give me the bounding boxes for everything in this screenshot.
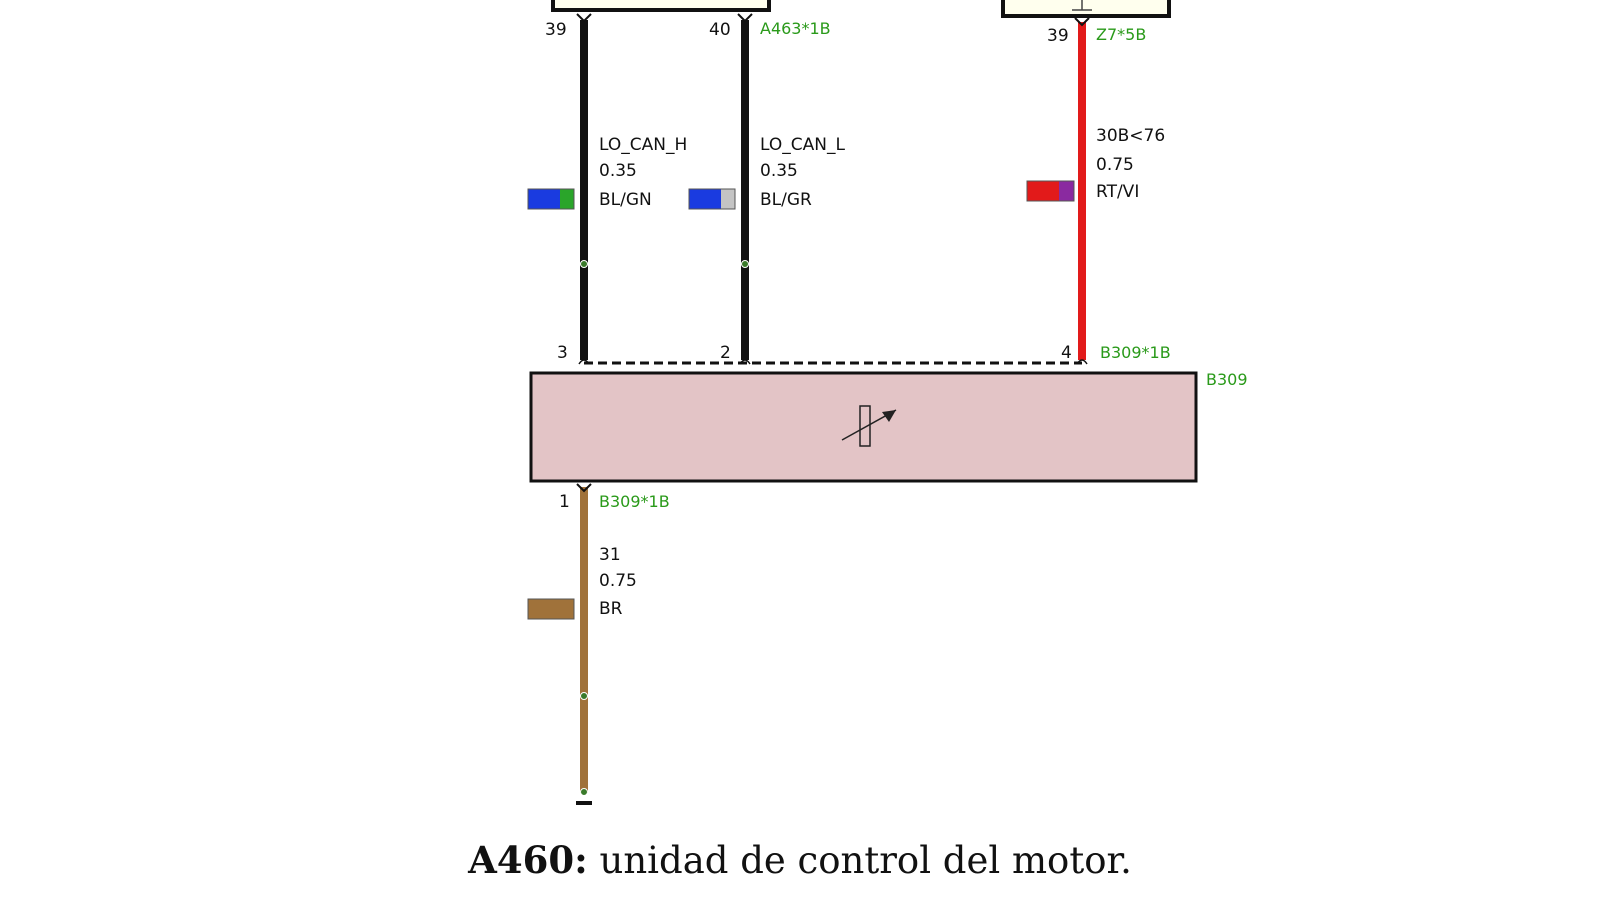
swatch-bl-gn: [527, 188, 575, 210]
pin-number: 40: [709, 20, 731, 40]
top-right-module: [1001, 0, 1171, 18]
wire-gauge: 0.75: [1096, 155, 1134, 175]
pin-terminal: [576, 483, 592, 493]
wire-gauge: 0.35: [599, 161, 637, 181]
connector-label: Z7*5B: [1096, 25, 1146, 44]
figure-caption: A460: unidad de control del motor.: [0, 838, 1600, 882]
wire-color-code: BL/GN: [599, 190, 652, 210]
swatch-bl-gr: [688, 188, 736, 210]
wire-gauge: 0.35: [760, 161, 798, 181]
ground-symbol: [576, 801, 592, 805]
pin-number: 39: [1047, 26, 1069, 46]
caption-label: A460:: [468, 838, 588, 882]
wire-color-code: BR: [599, 599, 623, 619]
wire-signal: 30B<76: [1096, 126, 1165, 146]
component-label: B309: [1206, 370, 1248, 389]
ground-point: [580, 788, 588, 796]
pin-number: 3: [557, 343, 568, 363]
pin-bump: [578, 359, 590, 365]
wire-signal: 31: [599, 545, 621, 565]
pin-number: 2: [720, 343, 731, 363]
wire-color-code: RT/VI: [1096, 182, 1139, 202]
pin-number: 4: [1061, 343, 1072, 363]
pin-terminal: [1074, 17, 1090, 27]
pin-number: 1: [559, 492, 570, 512]
connector-label: B309*1B: [1100, 343, 1171, 362]
pin-bump: [739, 359, 751, 365]
wire-signal: LO_CAN_L: [760, 135, 845, 155]
wire-color-code: BL/GR: [760, 190, 812, 210]
connector-label: A463*1B: [760, 19, 831, 38]
pin-terminal: [737, 13, 753, 23]
top-left-module: [551, 0, 771, 12]
swatch-rt-vi: [1026, 180, 1075, 202]
variable-resistor-icon: [841, 405, 897, 447]
wire-gauge: 0.75: [599, 571, 637, 591]
sensor-body: [529, 371, 1198, 483]
caption-text: unidad de control del motor.: [587, 839, 1132, 882]
pin-bump: [1076, 359, 1088, 365]
splice-point: [580, 692, 588, 700]
wire-signal: LO_CAN_H: [599, 135, 687, 155]
splice-point: [741, 260, 749, 268]
pin-number: 39: [545, 20, 567, 40]
splice-point: [580, 260, 588, 268]
swatch-br: [527, 598, 575, 620]
connector-label: B309*1B: [599, 492, 670, 511]
pin-terminal: [576, 13, 592, 23]
